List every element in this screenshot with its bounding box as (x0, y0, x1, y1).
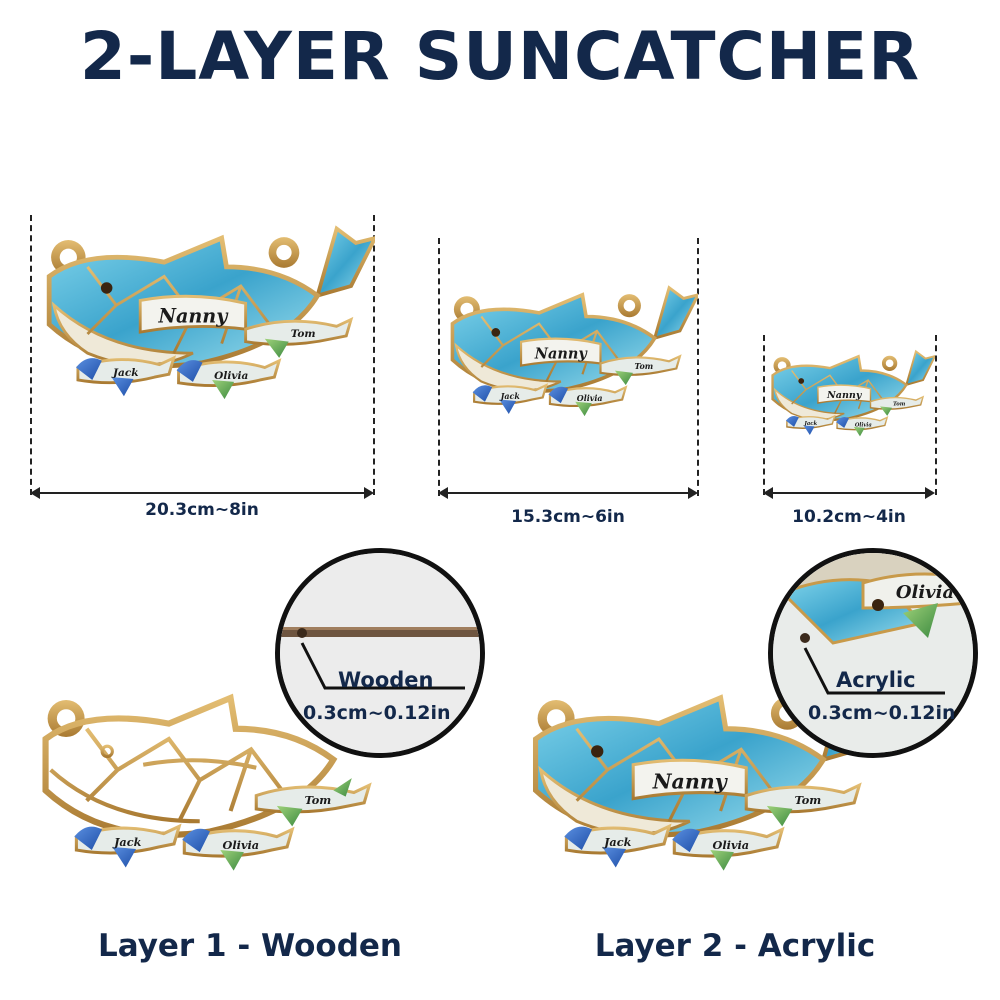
name-dolphin-2: Jack (499, 392, 521, 401)
dimension-guide-left (30, 215, 32, 495)
name-main: Nanny (652, 769, 729, 793)
name-dolphin-1: Tom (893, 401, 906, 407)
ornament-layer-acrylic: Nanny Tom Jack Olivia (515, 665, 885, 885)
layer-1-caption: Layer 1 - Wooden (97, 928, 403, 964)
ornament-small: Nanny Tom Jack Olivia (771, 350, 935, 438)
dimension-arrow (30, 487, 374, 499)
name-dolphin-3: Olivia (855, 422, 873, 428)
zoom-circle-wooden (275, 548, 485, 758)
name-dolphin-2: Jack (602, 835, 632, 849)
name-dolphin-2: Jack (111, 367, 139, 379)
name-dolphin-1: Tom (795, 793, 822, 807)
ornament-large: Nanny Tom Jack Olivia (30, 205, 375, 415)
size-label: 10.2cm~4in (792, 507, 906, 527)
dimension-arrow (763, 487, 935, 499)
dimension-guide-left (438, 238, 440, 496)
name-dolphin-3: Olivia (214, 370, 248, 382)
name-dolphin-3: Olivia (577, 394, 603, 403)
size-label: 15.3cm~6in (511, 507, 625, 527)
dimension-guide-right (697, 238, 699, 496)
wood-edge-detail (280, 553, 480, 753)
ornament-layer-wooden: Tom Jack Olivia (25, 665, 395, 885)
layer-2-caption: Layer 2 - Acrylic (594, 928, 876, 964)
dimension-guide-right (373, 215, 375, 495)
name-dolphin-1: Tom (634, 362, 653, 371)
name-dolphin-3: Olivia (713, 838, 750, 852)
dimension-guide-right (935, 335, 937, 495)
name-dolphin-3: Olivia (223, 838, 260, 852)
name-main: Nanny (534, 345, 589, 362)
material-label: Wooden (338, 668, 434, 692)
acrylic-edge-detail: Olivia (773, 553, 973, 753)
name-main: Nanny (157, 304, 229, 327)
name-dolphin-2: Jack (112, 835, 142, 849)
thickness-label: 0.3cm~0.12in (808, 702, 956, 724)
dimension-guide-left (763, 335, 765, 495)
name-dolphin-1: Tom (305, 793, 332, 807)
name-main: Nanny (826, 390, 863, 401)
zoom-circle-acrylic: Olivia (768, 548, 978, 758)
page-title: 2-LAYER SUNCATCHER (79, 18, 921, 95)
name-dolphin-2: Jack (803, 421, 817, 427)
thickness-label: 0.3cm~0.12in (303, 702, 451, 724)
material-label: Acrylic (836, 668, 916, 692)
size-label: 20.3cm~8in (145, 500, 259, 520)
dimension-arrow (438, 487, 698, 499)
ornament-medium: Nanny Tom Jack Olivia (450, 285, 698, 418)
name-dolphin-3: Olivia (896, 582, 954, 603)
name-dolphin-1: Tom (291, 328, 316, 340)
